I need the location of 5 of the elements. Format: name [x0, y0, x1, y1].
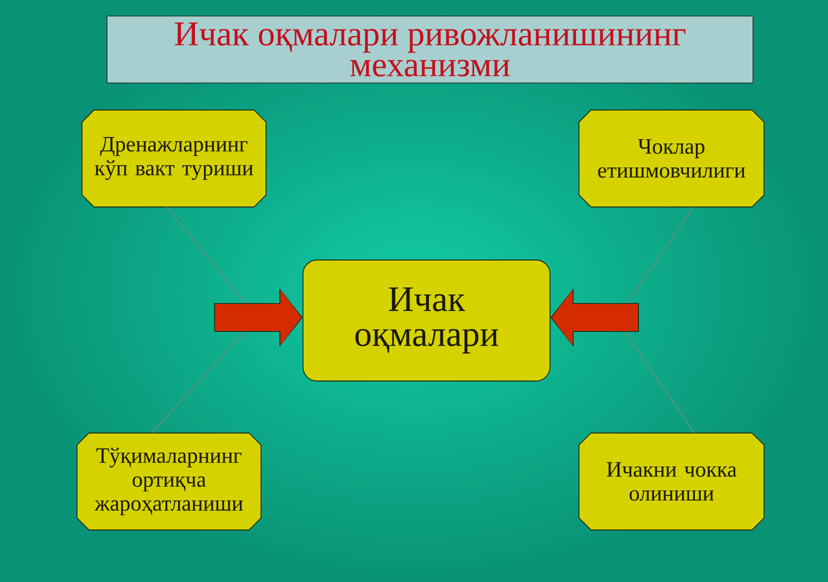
rounded-box: Ичак оқмалари: [302, 260, 550, 382]
title-banner: Ичак оқмалари ривожланишининг механизми: [106, 16, 754, 84]
connector-line: [624, 330, 695, 434]
connector-line: [626, 206, 694, 304]
connector-line: [152, 330, 246, 434]
